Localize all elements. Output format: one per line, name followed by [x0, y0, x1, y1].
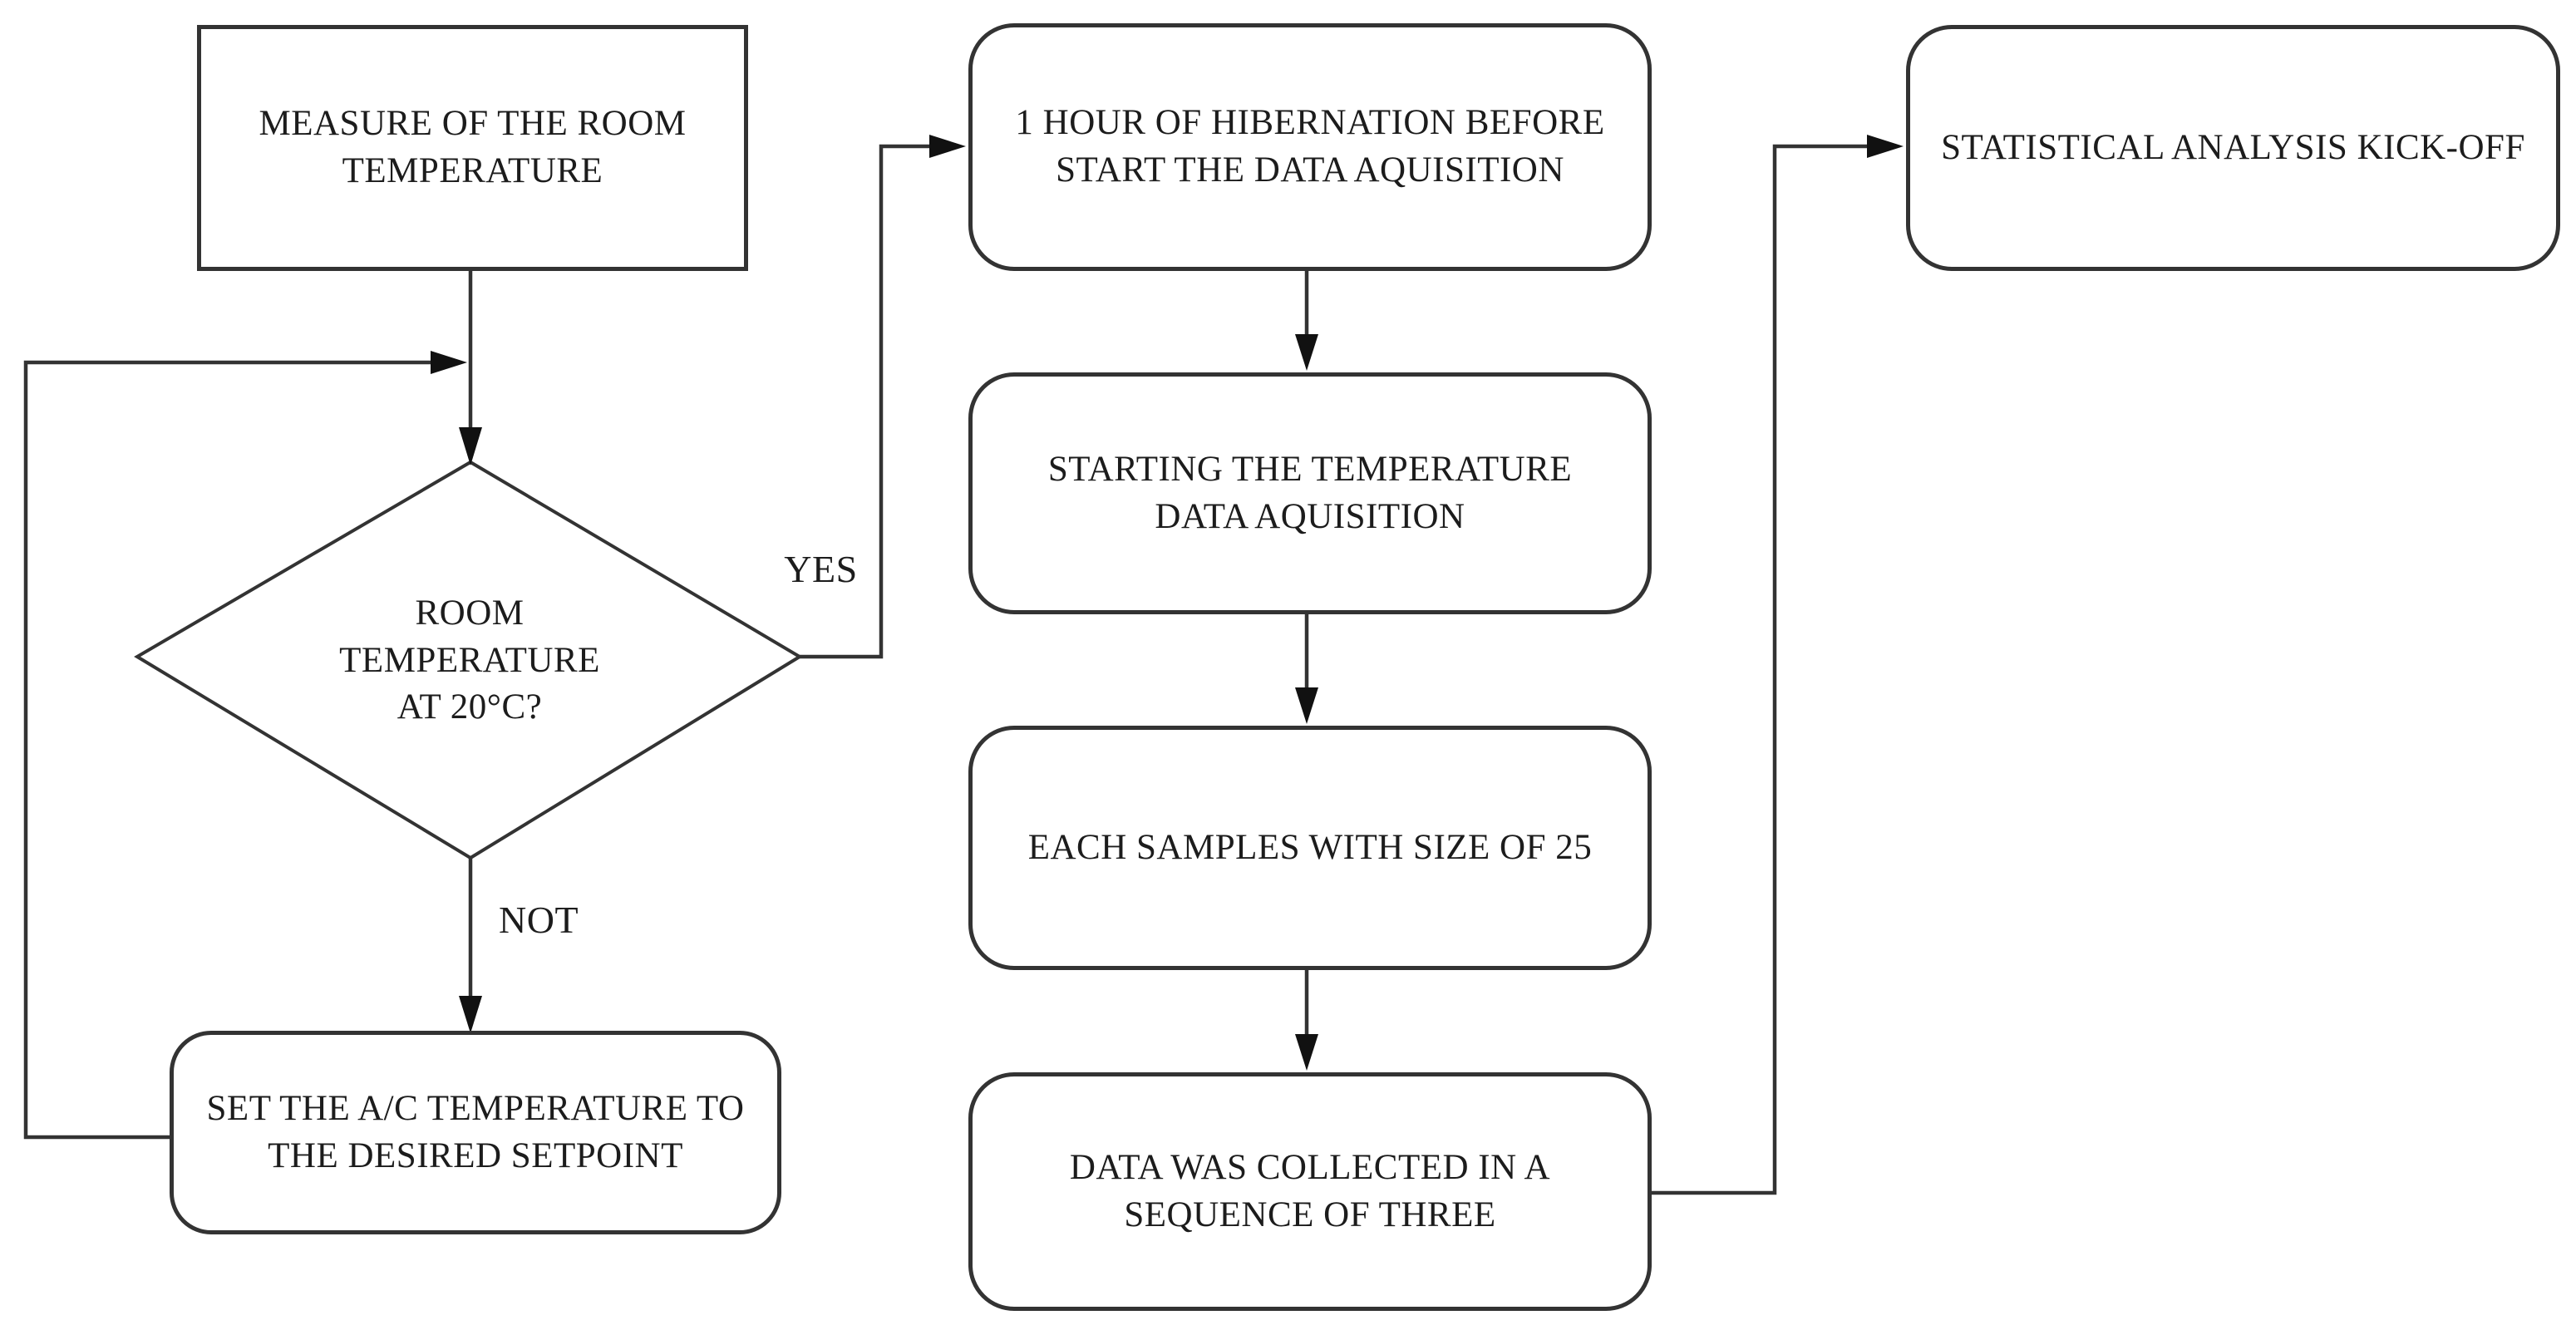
edge-yes-path: [800, 144, 929, 659]
arrowhead-into-decision: [459, 427, 482, 466]
arrowhead-into-hibernation: [929, 135, 966, 158]
node-label: DATA WAS COLLECTED IN A SEQUENCE OF THRE…: [1069, 1147, 1551, 1234]
node-label: MEASURE OF THE ROOM TEMPERATURE: [259, 104, 687, 190]
node-label: ROOM TEMPERATURE AT 20°C?: [339, 593, 600, 727]
node-set-ac-setpoint: SET THE A/C TEMPERATURE TO THE DESIRED S…: [170, 1031, 781, 1234]
node-label: STARTING THE TEMPERATURE DATA AQUISITION: [1047, 449, 1573, 536]
arrowhead-into-sample: [1295, 687, 1318, 724]
node-label: 1 HOUR OF HIBERNATION BEFORE START THE D…: [1015, 103, 1605, 190]
edge-sequence-to-stats: [1652, 144, 1867, 1195]
edge-label-yes: YES: [784, 548, 858, 590]
edge-label-not: NOT: [499, 899, 579, 941]
arrowhead-into-sequence: [1295, 1034, 1318, 1071]
node-label: EACH SAMPLES WITH SIZE OF 25: [1027, 827, 1593, 867]
node-label: STATISTICAL ANALYSIS KICK-OFF: [1941, 127, 2525, 167]
arrowhead-into-ac-box: [459, 996, 482, 1033]
node-stats-kickoff: STATISTICAL ANALYSIS KICK-OFF: [1906, 25, 2560, 271]
edge-feedback-return: [23, 360, 431, 1140]
node-measure-room-temperature: MEASURE OF THE ROOM TEMPERATURE: [197, 25, 748, 271]
node-start-acquisition: STARTING THE TEMPERATURE DATA AQUISITION: [968, 372, 1652, 614]
node-sample-size: EACH SAMPLES WITH SIZE OF 25: [968, 726, 1652, 970]
arrowhead-into-stats: [1867, 135, 1904, 158]
node-room-temp-decision: ROOM TEMPERATURE AT 20°C?: [283, 586, 657, 736]
node-sequence-three: DATA WAS COLLECTED IN A SEQUENCE OF THRE…: [968, 1072, 1652, 1311]
arrowhead-into-start: [1295, 334, 1318, 371]
node-label: SET THE A/C TEMPERATURE TO THE DESIRED S…: [206, 1088, 745, 1175]
node-hibernation: 1 HOUR OF HIBERNATION BEFORE START THE D…: [968, 23, 1652, 271]
arrowhead-feedback-junction: [431, 351, 467, 374]
